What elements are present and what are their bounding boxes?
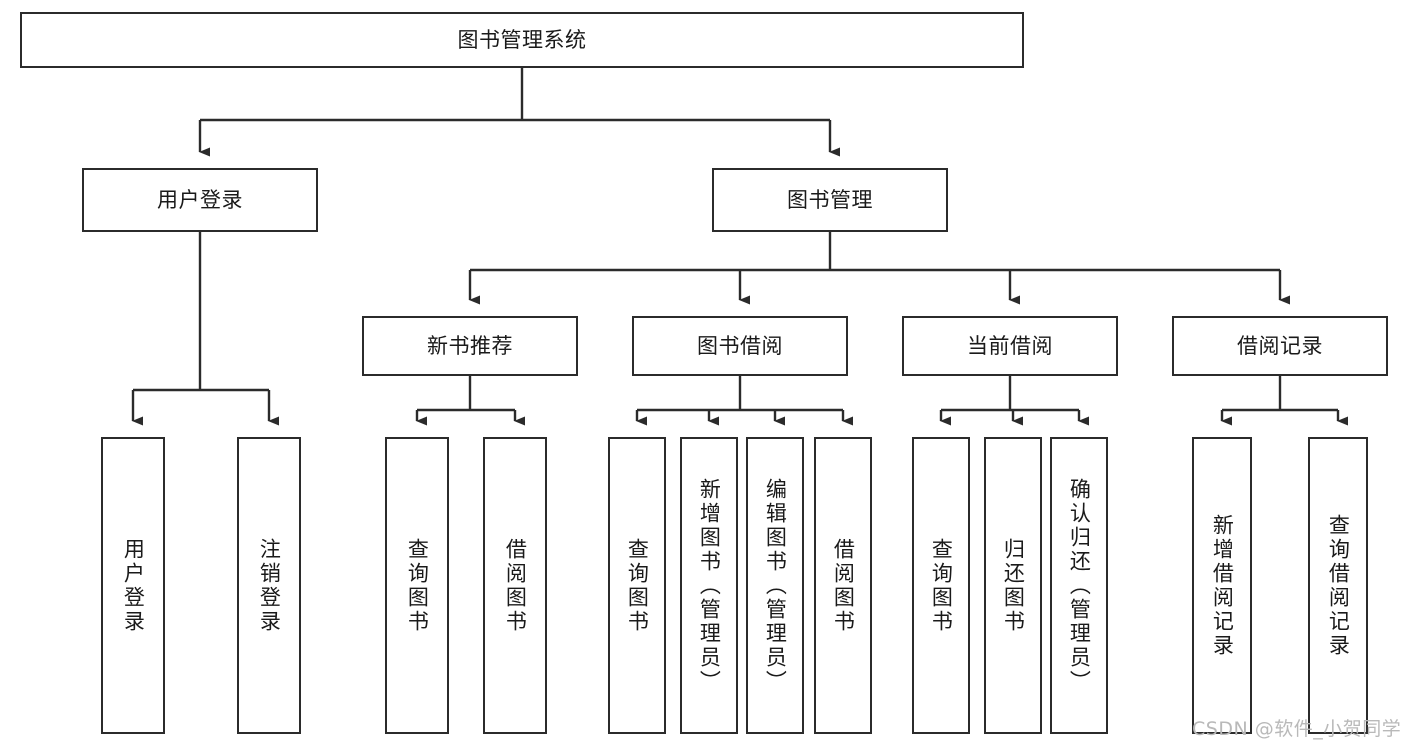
node-book-borrow-label: 图书借阅 xyxy=(697,333,783,358)
node-new-book-recommend[interactable]: 新书推荐 xyxy=(362,316,578,376)
leaf-edit-book-admin-label: 编辑图书（管理员） xyxy=(763,477,788,694)
leaf-query-borrow-record[interactable]: 查询借阅记录 xyxy=(1308,437,1368,734)
node-root[interactable]: 图书管理系统 xyxy=(20,12,1024,68)
leaf-return-book-label: 归还图书 xyxy=(1001,537,1026,634)
node-new-book-recommend-label: 新书推荐 xyxy=(427,333,513,358)
leaf-query-book-borrow[interactable]: 查询图书 xyxy=(608,437,666,734)
leaf-confirm-return-admin[interactable]: 确认归还（管理员） xyxy=(1050,437,1108,734)
node-book-management-label: 图书管理 xyxy=(787,187,873,212)
node-current-borrow-label: 当前借阅 xyxy=(967,333,1053,358)
leaf-borrow-book-newbook-label: 借阅图书 xyxy=(503,537,528,634)
leaf-query-borrow-record-label: 查询借阅记录 xyxy=(1326,513,1351,658)
leaf-edit-book-admin[interactable]: 编辑图书（管理员） xyxy=(746,437,804,734)
leaf-add-borrow-record-label: 新增借阅记录 xyxy=(1210,513,1235,658)
leaf-add-borrow-record[interactable]: 新增借阅记录 xyxy=(1192,437,1252,734)
node-current-borrow[interactable]: 当前借阅 xyxy=(902,316,1118,376)
leaf-user-login-label: 用户登录 xyxy=(121,537,146,634)
node-user-login[interactable]: 用户登录 xyxy=(82,168,318,232)
leaf-query-book-borrow-label: 查询图书 xyxy=(625,537,650,634)
leaf-query-book-newbook[interactable]: 查询图书 xyxy=(385,437,449,734)
node-user-login-label: 用户登录 xyxy=(157,187,243,212)
leaf-confirm-return-admin-label: 确认归还（管理员） xyxy=(1067,477,1092,694)
leaf-borrow-book[interactable]: 借阅图书 xyxy=(814,437,872,734)
leaf-borrow-book-newbook[interactable]: 借阅图书 xyxy=(483,437,547,734)
leaf-user-login[interactable]: 用户登录 xyxy=(101,437,165,734)
node-book-borrow[interactable]: 图书借阅 xyxy=(632,316,848,376)
leaf-logout-label: 注销登录 xyxy=(257,537,282,634)
node-borrow-record-label: 借阅记录 xyxy=(1237,333,1323,358)
leaf-add-book-admin-label: 新增图书（管理员） xyxy=(697,477,722,694)
leaf-add-book-admin[interactable]: 新增图书（管理员） xyxy=(680,437,738,734)
leaf-logout[interactable]: 注销登录 xyxy=(237,437,301,734)
leaf-return-book[interactable]: 归还图书 xyxy=(984,437,1042,734)
node-root-label: 图书管理系统 xyxy=(457,27,587,52)
leaf-borrow-book-label: 借阅图书 xyxy=(831,537,856,634)
node-book-management[interactable]: 图书管理 xyxy=(712,168,948,232)
leaf-query-book-newbook-label: 查询图书 xyxy=(405,537,430,634)
leaf-query-book-current[interactable]: 查询图书 xyxy=(912,437,970,734)
node-borrow-record[interactable]: 借阅记录 xyxy=(1172,316,1388,376)
csdn-watermark: CSDN @软件_小贺同学 xyxy=(1192,718,1402,740)
leaf-query-book-current-label: 查询图书 xyxy=(929,537,954,634)
